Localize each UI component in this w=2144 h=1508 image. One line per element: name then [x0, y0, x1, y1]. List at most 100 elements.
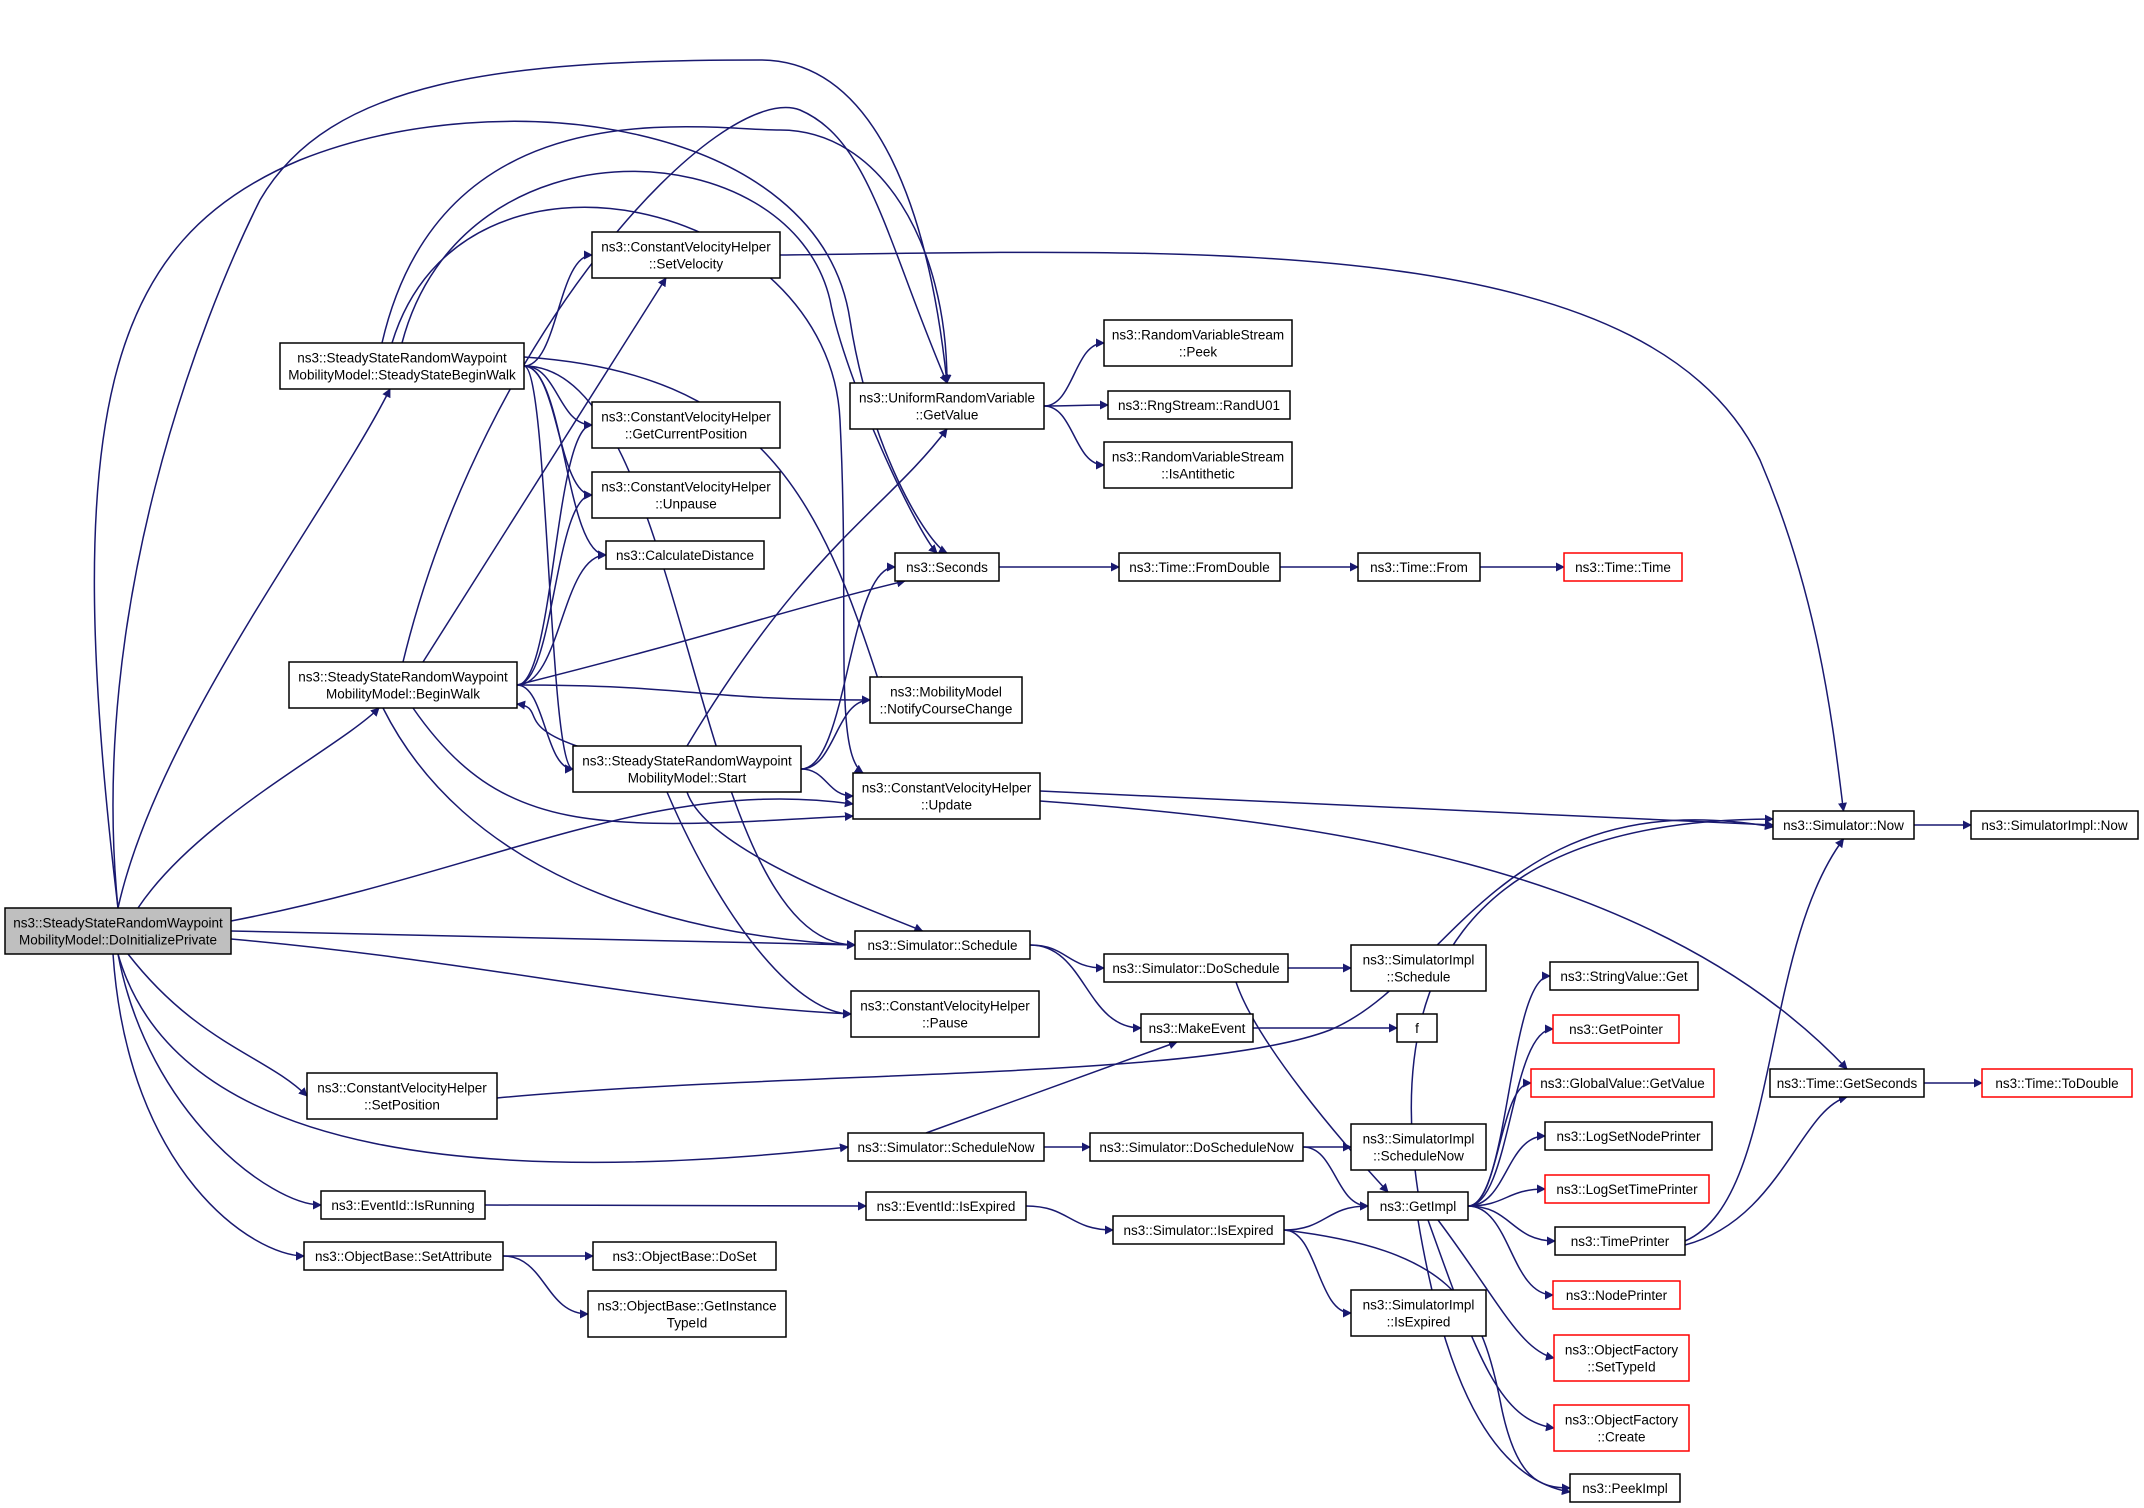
function-node-settypeid[interactable]: ns3::ObjectFactory::SetTypeId	[1553, 1334, 1690, 1382]
node-label-line: ns3::ObjectFactory	[1565, 1413, 1679, 1428]
function-node-calcdist[interactable]: ns3::CalculateDistance	[605, 540, 765, 570]
node-box	[1552, 1280, 1681, 1310]
function-node-implsched[interactable]: ns3::SimulatorImpl::Schedule	[1350, 944, 1487, 992]
call-edge-root-to-schedule	[230, 930, 856, 950]
node-label-line: ns3::MakeEvent	[1149, 1021, 1246, 1036]
node-label-line: ::Pause	[922, 1016, 968, 1031]
node-label-line: ::IsAntithetic	[1161, 467, 1235, 482]
function-node-f[interactable]: f	[1396, 1013, 1438, 1043]
node-box	[572, 745, 802, 793]
function-node-ssbw[interactable]: ns3::SteadyStateRandomWaypointMobilityMo…	[279, 342, 525, 390]
function-node-getsec[interactable]: ns3::Time::GetSeconds	[1769, 1068, 1925, 1098]
call-edge-root-to-isrunning	[117, 953, 322, 1210]
node-label-line: ::GetValue	[916, 408, 979, 423]
function-node-getcur[interactable]: ns3::ConstantVelocityHelper::GetCurrentP…	[591, 401, 781, 449]
node-label-line: ns3::Simulator::ScheduleNow	[857, 1140, 1034, 1155]
function-node-simisexp[interactable]: ns3::Simulator::IsExpired	[1112, 1215, 1285, 1245]
function-node-create[interactable]: ns3::ObjectFactory::Create	[1553, 1404, 1690, 1452]
node-box	[894, 552, 1000, 582]
node-label-line: ns3::EventId::IsRunning	[331, 1198, 474, 1213]
function-node-peek[interactable]: ns3::RandomVariableStream::Peek	[1103, 319, 1293, 367]
function-node-setpos[interactable]: ns3::ConstantVelocityHelper::SetPosition	[306, 1072, 498, 1120]
function-node-schedule[interactable]: ns3::Simulator::Schedule	[854, 930, 1031, 960]
function-node-doschednow[interactable]: ns3::Simulator::DoScheduleNow	[1089, 1132, 1304, 1162]
function-node-implisexp[interactable]: ns3::SimulatorImpl::IsExpired	[1350, 1289, 1487, 1337]
node-label-line: ns3::MobilityModel	[890, 685, 1002, 700]
node-label-line: ns3::NodePrinter	[1566, 1288, 1668, 1303]
function-node-isanti[interactable]: ns3::RandomVariableStream::IsAntithetic	[1103, 441, 1293, 489]
function-node-randu01[interactable]: ns3::RngStream::RandU01	[1107, 390, 1291, 420]
function-node-lognode[interactable]: ns3::LogSetNodePrinter	[1544, 1121, 1713, 1151]
function-node-setattr[interactable]: ns3::ObjectBase::SetAttribute	[303, 1241, 504, 1271]
node-label-line: MobilityModel::Start	[628, 771, 747, 786]
node-label-line: ns3::ConstantVelocityHelper	[860, 999, 1030, 1014]
edges-layer	[93, 59, 1983, 1496]
call-edge-doschednow-to-getimpl	[1302, 1146, 1369, 1211]
node-box	[1554, 1226, 1686, 1256]
call-edge-simisexp-to-getimpl	[1283, 1201, 1369, 1231]
function-node-implschednow[interactable]: ns3::SimulatorImpl::ScheduleNow	[1350, 1123, 1487, 1171]
node-box	[1107, 390, 1291, 420]
call-edge-start-to-seconds	[800, 562, 896, 770]
call-edge-bw-to-seconds	[516, 578, 906, 686]
node-label-line: ns3::GetPointer	[1569, 1022, 1663, 1037]
node-box	[849, 382, 1045, 430]
node-box	[1552, 1014, 1680, 1044]
call-edge-bw-to-update	[412, 707, 854, 825]
function-node-makeevent[interactable]: ns3::MakeEvent	[1140, 1013, 1254, 1043]
node-label-line: ns3::UniformRandomVariable	[859, 391, 1035, 406]
node-box	[1350, 1123, 1487, 1171]
node-box	[591, 401, 781, 449]
function-node-urv[interactable]: ns3::UniformRandomVariable::GetValue	[849, 382, 1045, 430]
function-node-gvget[interactable]: ns3::GlobalValue::GetValue	[1530, 1068, 1715, 1098]
function-node-now[interactable]: ns3::Simulator::Now	[1772, 810, 1915, 840]
function-node-bw[interactable]: ns3::SteadyStateRandomWaypointMobilityMo…	[288, 661, 518, 709]
call-edge-bw-to-setvel	[422, 277, 667, 663]
function-node-getptr[interactable]: ns3::GetPointer	[1552, 1014, 1680, 1044]
function-node-nodeprinter[interactable]: ns3::NodePrinter	[1552, 1280, 1681, 1310]
node-box	[1569, 1473, 1681, 1503]
node-box	[1103, 953, 1289, 983]
node-label-line: ns3::EventId::IsExpired	[877, 1199, 1016, 1214]
call-edge-bw-to-schedule	[382, 707, 856, 950]
function-node-implnow[interactable]: ns3::SimulatorImpl::Now	[1970, 810, 2139, 840]
function-node-time[interactable]: ns3::Time::Time	[1563, 552, 1683, 582]
function-node-todouble[interactable]: ns3::Time::ToDouble	[1981, 1068, 2133, 1098]
function-node-update[interactable]: ns3::ConstantVelocityHelper::Update	[852, 772, 1041, 820]
node-label-line: ::SetVelocity	[649, 257, 724, 272]
function-node-unpause[interactable]: ns3::ConstantVelocityHelper::Unpause	[591, 471, 781, 519]
function-node-seconds[interactable]: ns3::Seconds	[894, 552, 1000, 582]
call-edge-root-to-urv	[112, 59, 951, 909]
function-node-doset[interactable]: ns3::ObjectBase::DoSet	[592, 1241, 777, 1271]
node-box	[592, 1241, 777, 1271]
node-label-line: TypeId	[667, 1316, 708, 1331]
node-box	[1970, 810, 2139, 840]
function-node-setvel[interactable]: ns3::ConstantVelocityHelper::SetVelocity	[591, 231, 781, 279]
function-node-isexpired[interactable]: ns3::EventId::IsExpired	[865, 1191, 1027, 1221]
function-node-root: ns3::SteadyStateRandomWaypointMobilityMo…	[4, 907, 232, 955]
node-label-line: ns3::ObjectBase::DoSet	[612, 1249, 756, 1264]
call-edge-root-to-ssbw	[117, 388, 391, 909]
function-node-doschedule[interactable]: ns3::Simulator::DoSchedule	[1103, 953, 1289, 983]
node-label-line: ns3::SimulatorImpl::Now	[1981, 818, 2128, 833]
function-node-notify[interactable]: ns3::MobilityModel::NotifyCourseChange	[869, 676, 1023, 724]
function-node-isrunning[interactable]: ns3::EventId::IsRunning	[320, 1190, 486, 1220]
call-edge-setattr-to-getinst	[502, 1255, 589, 1319]
function-node-timeprinter[interactable]: ns3::TimePrinter	[1554, 1226, 1686, 1256]
function-node-getimpl[interactable]: ns3::GetImpl	[1367, 1191, 1469, 1221]
node-label-line: ns3::ObjectBase::GetInstance	[597, 1299, 776, 1314]
function-node-peekimpl[interactable]: ns3::PeekImpl	[1569, 1473, 1681, 1503]
node-box	[591, 231, 781, 279]
function-node-logtime[interactable]: ns3::LogSetTimePrinter	[1544, 1174, 1710, 1204]
node-label-line: ::GetCurrentPosition	[625, 427, 747, 442]
function-node-strget[interactable]: ns3::StringValue::Get	[1549, 961, 1699, 991]
function-node-pause[interactable]: ns3::ConstantVelocityHelper::Pause	[850, 990, 1040, 1038]
function-node-start[interactable]: ns3::SteadyStateRandomWaypointMobilityMo…	[572, 745, 802, 793]
node-label-line: ns3::Time::Time	[1575, 560, 1671, 575]
function-node-schednow[interactable]: ns3::Simulator::ScheduleNow	[847, 1132, 1045, 1162]
function-node-from[interactable]: ns3::Time::From	[1357, 552, 1481, 582]
node-label-line: ns3::SteadyStateRandomWaypoint	[582, 754, 792, 769]
function-node-fromdouble[interactable]: ns3::Time::FromDouble	[1118, 552, 1281, 582]
call-edge-ssbw-to-calcdist	[523, 365, 607, 560]
